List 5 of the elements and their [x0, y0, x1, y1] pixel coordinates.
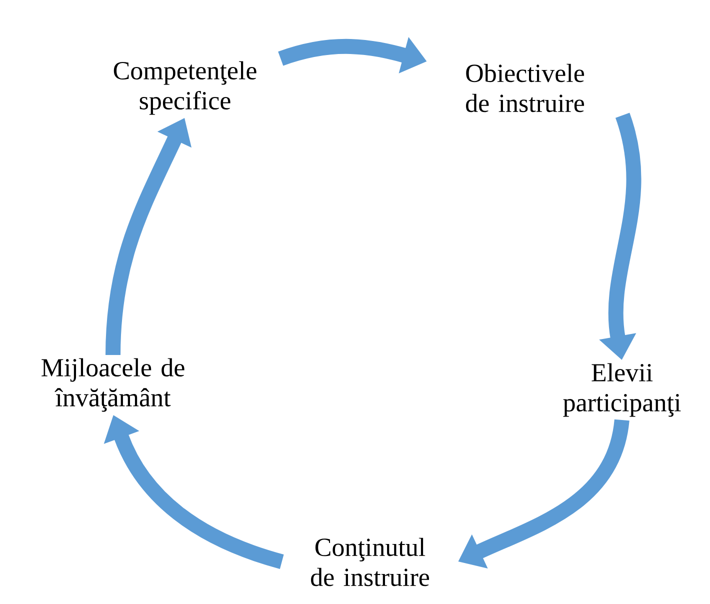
node-label: Competenţele specifice [114, 61, 256, 115]
node-label: Conţinutul de instruire [311, 538, 430, 586]
node-label: Mijloacele de învăţământ [42, 358, 184, 412]
node-label: Elevii participanţi [563, 363, 681, 417]
node-label: Obiectivele de instruire [466, 64, 584, 112]
